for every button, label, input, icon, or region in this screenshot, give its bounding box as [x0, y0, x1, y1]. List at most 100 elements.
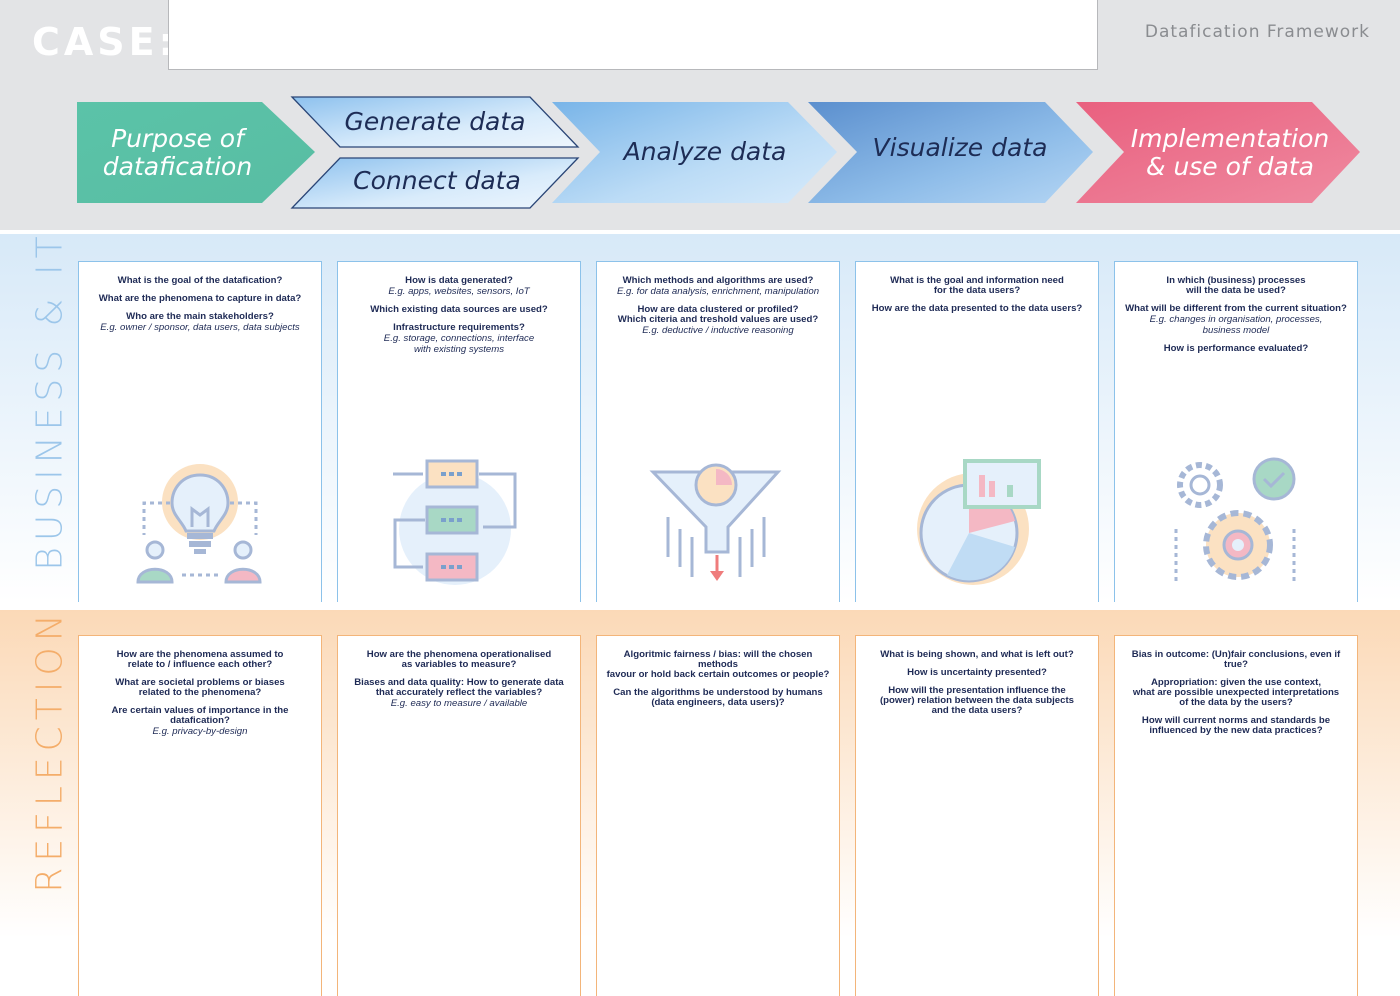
prompt-block: How is data generated?E.g. apps, website…	[344, 275, 574, 298]
prompt-block: Which methods and algorithms are used?E.…	[603, 275, 833, 298]
prompt-question: How will current norms and standards be …	[1141, 715, 1331, 736]
reflection-card-prompts: Algoritmic fairness / bias: will the cho…	[597, 636, 839, 708]
reflection-card-1[interactable]: How are the phenomena assumed to relate …	[78, 635, 322, 996]
prompt-example: E.g. for data analysis, enrichment, mani…	[616, 286, 820, 297]
reflection-card-2[interactable]: How are the phenomena operationalised as…	[337, 635, 581, 996]
business-card-5[interactable]: In which (business) processes will the d…	[1114, 261, 1358, 602]
prompt-question: What are the phenomena to capture in dat…	[98, 293, 302, 304]
funnel-analysis-icon	[648, 457, 788, 592]
business-it-label: BUSINESS & IT	[29, 230, 71, 571]
business-card-1[interactable]: What is the goal of the datafication? Wha…	[78, 261, 322, 602]
prompt-block: How is uncertainty presented?	[862, 668, 1092, 678]
prompt-question: How are the data presented to the data u…	[871, 303, 1083, 314]
reflection-card-3[interactable]: Algoritmic fairness / bias: will the cho…	[596, 635, 840, 996]
prompt-question: Which existing data sources are used?	[370, 304, 548, 315]
prompt-block: How will the presentation influence the …	[862, 686, 1092, 716]
prompt-question: Infrastructure requirements?	[393, 322, 525, 333]
header-band: CASE: Datafication Framework	[0, 0, 1400, 230]
prompt-question: Who are the main stakeholders?	[126, 311, 274, 322]
case-input-field[interactable]	[168, 0, 1098, 70]
prompt-question: Can the algorithms be understood by huma…	[613, 687, 823, 708]
reflection-card-prompts: How are the phenomena operationalised as…	[338, 636, 580, 710]
implementation-label[interactable]: Implementation & use of data	[1130, 124, 1330, 181]
prompt-question: In which (business) processes will the d…	[1166, 275, 1306, 296]
pie-chart-icon	[907, 457, 1047, 592]
connect-arrow-shape	[290, 157, 580, 209]
prompt-block: Which existing data sources are used?	[344, 305, 574, 315]
prompt-example: E.g. privacy-by-design	[152, 726, 248, 737]
prompt-block: Bias in outcome: (Un)fair conclusions, e…	[1121, 650, 1351, 670]
reflection-card-prompts: Bias in outcome: (Un)fair conclusions, e…	[1115, 636, 1357, 736]
visualize-arrow-shape	[808, 102, 1093, 203]
prompt-block: Who are the main stakeholders?E.g. owner…	[85, 311, 315, 334]
reflection-card-4[interactable]: What is being shown, and what is left ou…	[855, 635, 1099, 996]
prompt-block: How are the data presented to the data u…	[862, 304, 1092, 314]
prompt-question: Which methods and algorithms are used?	[622, 275, 814, 286]
prompt-block: Can the algorithms be understood by huma…	[603, 688, 833, 708]
connect-label[interactable]: Connect data	[353, 166, 521, 195]
prompt-question: How are data clustered or profiled? Whic…	[617, 304, 819, 325]
analyze-arrow-shape	[552, 102, 837, 203]
prompt-question: Bias in outcome: (Un)fair conclusions, e…	[1131, 649, 1341, 670]
prompt-block: Infrastructure requirements?E.g. storage…	[344, 322, 574, 356]
generate-label[interactable]: Generate data	[344, 107, 526, 136]
prompt-block: What are the phenomena to capture in dat…	[85, 294, 315, 304]
prompt-block: In which (business) processes will the d…	[1121, 276, 1351, 296]
prompt-block: What is the goal of the datafication?	[85, 276, 315, 286]
prompt-question: How is data generated?	[405, 275, 513, 286]
business-card-prompts: Which methods and algorithms are used?E.…	[597, 262, 839, 337]
reflection-label: REFLECTION	[29, 608, 71, 893]
prompt-block: What are societal problems or biases rel…	[85, 678, 315, 698]
prompt-question: How are the phenomena operationalised as…	[366, 649, 552, 670]
prompt-block: How is performance evaluated?	[1121, 344, 1351, 354]
visualize-label[interactable]: Visualize data	[872, 133, 1048, 162]
prompt-question: Appropriation: given the use context, wh…	[1132, 677, 1340, 708]
prompt-block: What is being shown, and what is left ou…	[862, 650, 1092, 660]
prompt-question: What is the goal and information need fo…	[890, 275, 1064, 296]
prompt-block: What will be different from the current …	[1121, 303, 1351, 337]
business-card-prompts: What is the goal and information need fo…	[856, 262, 1098, 314]
business-card-prompts: What is the goal of the datafication? Wha…	[79, 262, 321, 334]
business-card-prompts: In which (business) processes will the d…	[1115, 262, 1357, 354]
prompt-block: How are data clustered or profiled? Whic…	[603, 304, 833, 337]
prompt-example: E.g. changes in organisation, processes,…	[1149, 314, 1323, 336]
generate-arrow-shape	[290, 96, 580, 148]
purpose-arrow-shape	[77, 102, 315, 203]
prompt-block: Algoritmic fairness / bias: will the cho…	[603, 650, 833, 680]
prompt-question: How are the phenomena assumed to relate …	[116, 649, 284, 670]
implementation-arrow-shape	[1076, 102, 1360, 203]
data-flow-icon	[389, 457, 529, 592]
prompt-question: Biases and data quality: How to generate…	[354, 677, 564, 698]
prompt-block: Biases and data quality: How to generate…	[344, 677, 574, 710]
case-label: CASE:	[32, 20, 178, 64]
prompt-block: How will current norms and standards be …	[1121, 716, 1351, 736]
gears-check-icon	[1166, 457, 1306, 592]
prompt-question: What is being shown, and what is left ou…	[880, 649, 1074, 660]
analyze-label[interactable]: Analyze data	[623, 137, 787, 166]
prompt-example: E.g. storage, connections, interface wit…	[383, 333, 535, 355]
prompt-example: E.g. owner / sponsor, data users, data s…	[100, 322, 300, 333]
business-card-3[interactable]: Which methods and algorithms are used?E.…	[596, 261, 840, 602]
prompt-example: E.g. easy to measure / available	[390, 698, 528, 709]
prompt-question: Algoritmic fairness / bias: will the cho…	[606, 649, 830, 680]
prompt-question: How is performance evaluated?	[1163, 343, 1309, 354]
prompt-question: Are certain values of importance in the …	[111, 705, 289, 726]
prompt-example: E.g. apps, websites, sensors, IoT	[388, 286, 530, 297]
purpose-label[interactable]: Purpose of datafication	[102, 124, 253, 181]
prompt-block: How are the phenomena assumed to relate …	[85, 650, 315, 670]
process-arrows	[77, 96, 1360, 209]
prompt-example: E.g. deductive / inductive reasoning	[642, 325, 794, 336]
prompt-block: Are certain values of importance in the …	[85, 705, 315, 738]
prompt-block: What is the goal and information need fo…	[862, 276, 1092, 296]
prompt-question: How will the presentation influence the …	[879, 685, 1075, 716]
reflection-card-prompts: How are the phenomena assumed to relate …	[79, 636, 321, 738]
business-card-2[interactable]: How is data generated?E.g. apps, website…	[337, 261, 581, 602]
lightbulb-stakeholders-icon	[130, 457, 270, 592]
prompt-question: What are societal problems or biases rel…	[115, 677, 285, 698]
business-card-prompts: How is data generated?E.g. apps, website…	[338, 262, 580, 356]
reflection-card-5[interactable]: Bias in outcome: (Un)fair conclusions, e…	[1114, 635, 1358, 996]
business-card-4[interactable]: What is the goal and information need fo…	[855, 261, 1099, 602]
prompt-question: What will be different from the current …	[1125, 303, 1347, 314]
prompt-question: What is the goal of the datafication?	[117, 275, 283, 286]
prompt-block: How are the phenomena operationalised as…	[344, 650, 574, 670]
